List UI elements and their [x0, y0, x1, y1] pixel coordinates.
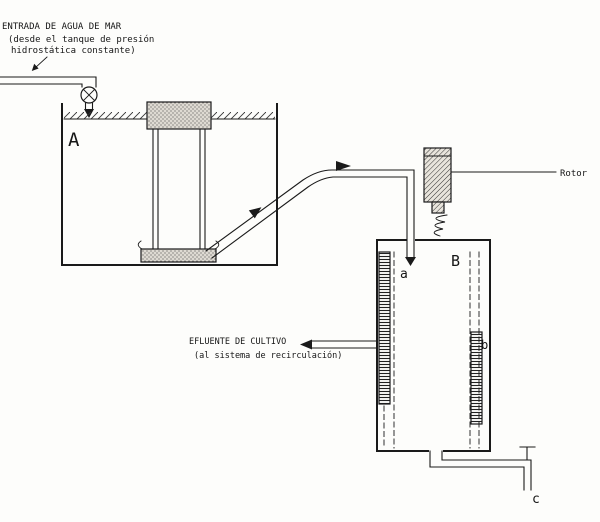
point-a-letter: a — [400, 267, 408, 282]
inlet-label-line1: ENTRADA DE AGUA DE MAR — [2, 22, 122, 32]
tank-b-letter: B — [451, 252, 460, 270]
tank-b-left-screen — [378, 251, 391, 405]
flow-arrow-diagonal-icon — [248, 207, 262, 219]
transfer-pipe-lower-line — [211, 176, 408, 259]
tank-b-right-screen — [470, 331, 483, 425]
inlet-label-line2: (desde el tanque de presión — [8, 34, 154, 45]
effluent-outlet: EFLUENTE DE CULTIVO (al sistema de recir… — [189, 337, 378, 361]
rotor-motor-cylinder — [423, 147, 452, 203]
effluent-label-line1: EFLUENTE DE CULTIVO — [189, 337, 286, 347]
rotor-spring-icon — [433, 214, 448, 237]
tank-b-baffle-dashed-lines — [383, 251, 480, 449]
rotor-assembly: Rotor — [423, 147, 588, 237]
seawater-inlet-label: ENTRADA DE AGUA DE MAR (desde el tanque … — [2, 22, 154, 71]
inlet-valve-cross — [82, 88, 96, 102]
effluent-label-line2: (al sistema de recirculación) — [194, 350, 342, 361]
inlet-pipe-lines — [0, 76, 97, 88]
column-base-diffuser — [140, 248, 217, 263]
tank-a-walls — [61, 103, 278, 266]
drain-valve-icon — [519, 446, 536, 461]
tank-a-letter: A — [68, 129, 80, 151]
effluent-pipe-lines — [311, 340, 378, 349]
outlet-flow-arrow-icon — [405, 257, 416, 266]
point-b-letter: b — [481, 338, 488, 352]
seawater-inlet-pipe — [0, 76, 98, 118]
drain-pipe: c — [429, 446, 540, 507]
rotor-shaft-coupling — [431, 201, 445, 214]
column-tube-walls — [152, 128, 206, 250]
flow-arrow-right-icon — [336, 161, 351, 171]
effluent-flow-arrow-icon — [300, 339, 312, 350]
rotor-label: Rotor — [560, 169, 588, 179]
inlet-label-pointer-line — [34, 56, 48, 69]
point-c-letter: c — [532, 492, 540, 507]
tank-b-walls — [376, 239, 491, 452]
inlet-label-arrow-icon — [31, 63, 39, 71]
column-top-cap — [146, 101, 212, 130]
column-base-hooks — [137, 240, 220, 250]
inlet-drop-pipe — [84, 102, 94, 110]
airlift-column — [137, 101, 220, 263]
tank-b: B a b — [376, 239, 491, 452]
inlet-label-line3: hidrostática constante) — [11, 46, 136, 56]
transfer-pipe — [205, 161, 416, 266]
transfer-pipe-upper-line — [205, 169, 415, 259]
drain-pipe-lines — [429, 450, 532, 491]
